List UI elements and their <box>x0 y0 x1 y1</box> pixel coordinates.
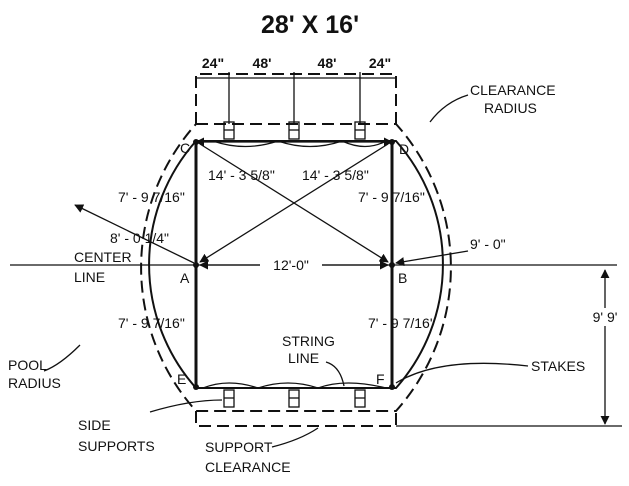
right-radius-arrow <box>395 250 469 267</box>
diagonal-label-left: 14' - 3 5/8" <box>208 167 275 183</box>
lower-left-dimension: 7' - 9 7/16" <box>118 315 185 331</box>
center-line-label-line1: CENTER <box>74 249 132 265</box>
stakes-label: STAKES <box>531 358 585 374</box>
string-line-leader <box>325 361 345 387</box>
ab-dimension-label: 12'-0" <box>273 257 309 273</box>
side-supports-label-line1: SIDE <box>78 417 111 433</box>
point-c-label: C <box>180 140 190 156</box>
bottom-support-clearance <box>195 411 397 427</box>
diagonal-d-a <box>199 143 389 263</box>
clearance-radius-outline <box>140 123 452 412</box>
right-radius-label: 9' - 0" <box>470 236 506 252</box>
top-dim-24-left: 24" <box>202 55 224 71</box>
corner-points <box>193 139 395 390</box>
string-line-label-line1: STRING <box>282 333 335 349</box>
bottom-wall-scallops <box>202 382 387 389</box>
bottom-side-supports <box>223 389 366 408</box>
top-side-supports <box>223 121 366 140</box>
left-radius-label: 8' - 0 1/4" <box>110 230 169 246</box>
pool-radius-leader <box>43 344 81 372</box>
top-wall-scallops <box>212 140 387 148</box>
top-dim-48-left: 48' <box>253 55 272 71</box>
half-width-label: 9' 9' <box>593 309 618 325</box>
top-dim-48-right: 48' <box>318 55 337 71</box>
upper-left-dimension: 7' - 9 7/16" <box>118 189 185 205</box>
string-line-label-line2: LINE <box>288 350 319 366</box>
clearance-radius-label-line2: RADIUS <box>484 100 537 116</box>
clearance-radius-label-line1: CLEARANCE <box>470 82 556 98</box>
clearance-radius-leader <box>429 94 469 123</box>
left-radius-arrow <box>74 204 195 264</box>
lower-right-dimension: 7' - 9 7/16' <box>368 315 433 331</box>
upper-right-dimension: 7' - 9 7/16" <box>358 189 425 205</box>
point-f-label: F <box>376 371 385 387</box>
point-d-label: D <box>399 141 409 157</box>
pool-radius-label-line2: RADIUS <box>8 375 61 391</box>
side-supports-leader <box>149 399 223 413</box>
support-clearance-leader <box>271 427 319 448</box>
stakes-leader <box>395 362 529 384</box>
side-supports-label-line2: SUPPORTS <box>78 438 155 454</box>
diagonal-label-right: 14' - 3 5/8" <box>302 167 369 183</box>
support-clearance-label-line1: SUPPORT <box>205 439 273 455</box>
point-e-label: E <box>177 371 186 387</box>
pool-radius-outline <box>148 140 444 389</box>
point-a-label: A <box>180 270 190 286</box>
support-clearance-label-line2: CLEARANCE <box>205 459 291 475</box>
diagram-title: 28' X 16' <box>261 11 359 39</box>
top-support-clearance <box>195 73 397 124</box>
pool-radius-label-line1: POOL <box>8 357 47 373</box>
point-b-label: B <box>398 270 407 286</box>
top-dim-24-right: 24" <box>369 55 391 71</box>
center-line-label-line2: LINE <box>74 269 105 285</box>
